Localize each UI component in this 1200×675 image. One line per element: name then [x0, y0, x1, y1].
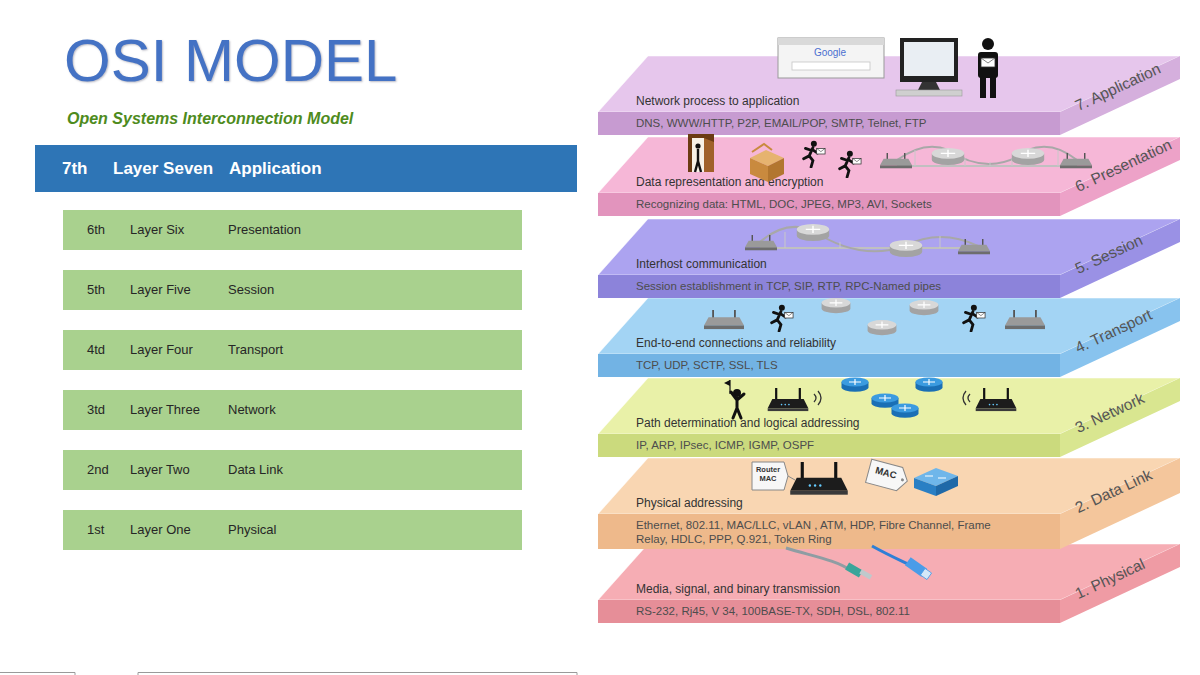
layer-name: Physical — [228, 510, 276, 550]
layer-function: Data representation and encryption — [636, 175, 823, 189]
layer-protocols: Recognizing data: HTML, DOC, JPEG, MP3, … — [636, 197, 1076, 211]
slab-side-face — [1060, 219, 1180, 298]
mac-tag-text: Router MAC — [753, 465, 783, 483]
layer-number-name: Layer One — [130, 510, 191, 550]
layer-number-name: Layer Three — [130, 390, 200, 430]
layer-row-box: 1st Layer One Physical — [63, 510, 522, 550]
layer-protocols: RS-232, Rj45, V 34, 100BASE-TX, SDH, DSL… — [636, 604, 1076, 618]
layer-protocols: TCP, UDP, SCTP, SSL, TLS — [636, 358, 1076, 372]
osi-layer-slab: End-to-end connections and reliabilityTC… — [598, 298, 1190, 377]
layer-function: Network process to application — [636, 94, 799, 108]
slab-side-face — [1060, 56, 1180, 135]
layer-number-name: Layer Four — [130, 330, 193, 370]
layer-name: Application — [229, 145, 322, 192]
layer-header-band: 7th Layer Seven Application — [35, 145, 577, 192]
browser-logo-text: Google — [806, 47, 854, 59]
slab-side-face — [1060, 544, 1180, 623]
layer-protocols: Session establishment in TCP, SIP, RTP, … — [636, 279, 1076, 293]
osi-layer-slab: Path determination and logical addressin… — [598, 378, 1190, 457]
frame-edge — [0, 673, 577, 675]
layer-name: Session — [228, 270, 274, 310]
layer-function: Media, signal, and binary transmission — [636, 582, 840, 596]
slab-side-face — [1060, 378, 1180, 457]
layer-function: Physical addressing — [636, 496, 743, 510]
slab-front-face — [598, 514, 1060, 549]
layer-row-box: 5th Layer Five Session — [63, 270, 522, 310]
layer-row-box: 4td Layer Four Transport — [63, 330, 522, 370]
layer-function: Path determination and logical addressin… — [636, 416, 859, 430]
layer-protocols: Ethernet, 802.11, MAC/LLC, vLAN , ATM, H… — [636, 518, 998, 546]
layer-function: End-to-end connections and reliability — [636, 336, 836, 350]
layer-number-name: Layer Two — [130, 450, 190, 490]
frame-edge — [0, 673, 75, 675]
layer-number-name: Layer Five — [130, 270, 191, 310]
layer-name: Data Link — [228, 450, 283, 490]
osi-layer-slab: Data representation and encryptionRecogn… — [598, 137, 1190, 216]
layer-row-box: 6th Layer Six Presentation — [63, 210, 522, 250]
layer-name: Transport — [228, 330, 283, 370]
layer-ordinal: 2nd — [87, 450, 109, 490]
layer-ordinal: 3td — [87, 390, 105, 430]
layer-name: Presentation — [228, 210, 301, 250]
slab-side-face — [1060, 458, 1180, 549]
browser-window — [778, 38, 884, 45]
layer-protocols: DNS, WWW/HTTP, P2P, EMAIL/POP, SMTP, Tel… — [636, 116, 1076, 130]
layer-number-name: Layer Seven — [113, 145, 213, 192]
layer-ordinal: 5th — [87, 270, 105, 310]
layer-ordinal: 7th — [62, 145, 88, 192]
slab-side-face — [1060, 298, 1180, 377]
diagram-title: OSI MODEL — [64, 31, 397, 91]
layer-row-box: 3td Layer Three Network — [63, 390, 522, 430]
osi-layer-slab: Interhost communicationSession establish… — [598, 219, 1190, 298]
frame-edge — [138, 673, 577, 675]
layer-name: Network — [228, 390, 276, 430]
subtitle: Open Systems Interconnection Model — [67, 109, 353, 128]
osi-layer-slab: Media, signal, and binary transmissionRS… — [598, 544, 1190, 623]
osi-layer-slab: Network process to applicationDNS, WWW/H… — [598, 56, 1190, 135]
layer-ordinal: 6th — [87, 210, 105, 250]
layer-number-name: Layer Six — [130, 210, 184, 250]
person-with-letter — [982, 38, 994, 50]
layer-ordinal: 1st — [87, 510, 104, 550]
layer-ordinal: 4td — [87, 330, 105, 370]
layer-protocols: IP, ARP, IPsec, ICMP, IGMP, OSPF — [636, 438, 1076, 452]
layer-row-box: 2nd Layer Two Data Link — [63, 450, 522, 490]
layer-function: Interhost communication — [636, 257, 767, 271]
